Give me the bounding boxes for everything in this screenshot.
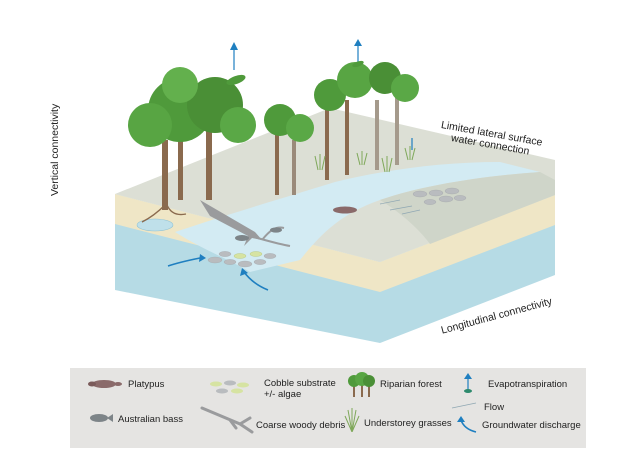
legend-evapotranspiration: Evapotranspiration: [488, 379, 568, 390]
legend-understorey-grasses: Understorey grasses: [364, 418, 452, 429]
legend-cobble-line2: +/- algae: [264, 389, 302, 400]
legend-riparian-forest: Riparian forest: [380, 379, 442, 390]
groundwater-arrowhead-2: [240, 268, 248, 276]
evapo-leaf: [352, 60, 364, 68]
riparian-trees-left: [128, 67, 256, 210]
bass-icon: [90, 414, 113, 422]
legend-panel: Platypus Australian bass Cobble substrat…: [70, 368, 586, 448]
pool: [136, 218, 174, 232]
vertical-connectivity-label: Vertical connectivity: [49, 103, 61, 196]
legend-australian-bass: Australian bass: [118, 414, 183, 425]
bass-fish: [235, 235, 249, 241]
platypus-figure: [333, 206, 357, 214]
grasses-icon: [344, 408, 360, 432]
legend-coarse-woody-debris: Coarse woody debris: [256, 420, 346, 431]
algae-cobbles: [233, 251, 263, 259]
riparian-forest-icon: [348, 372, 375, 397]
platypus-icon: [88, 380, 122, 388]
understorey-grasses: [314, 146, 416, 173]
evapotranspiration-arrows: [233, 44, 413, 150]
flow-icon: [451, 402, 477, 409]
riparian-trees-back: [264, 62, 419, 195]
bass-fish: [270, 227, 282, 233]
woody-debris-icon: [200, 406, 254, 434]
flow-arrows: [379, 199, 421, 215]
far-bank: [380, 172, 555, 244]
legend-cobble-line1: Cobble substrate: [264, 378, 336, 389]
tree-roots: [141, 204, 187, 223]
groundwater-arrowhead-1: [199, 254, 206, 262]
evapo-arrowhead: [354, 39, 362, 46]
legend-groundwater-discharge: Groundwater discharge: [482, 420, 581, 431]
cobbles: [207, 187, 467, 268]
evapotranspiration-icon: [464, 373, 472, 393]
legend-flow: Flow: [484, 402, 505, 413]
groundwater-icon: [457, 416, 477, 433]
woody-debris: [200, 200, 262, 246]
evapo-arrowhead: [230, 42, 238, 50]
cobble-icon: [210, 380, 249, 394]
evapo-leaf: [226, 74, 246, 86]
legend-platypus: Platypus: [128, 379, 165, 390]
river-channel: [175, 162, 540, 272]
groundwater-arrows: [167, 257, 269, 291]
